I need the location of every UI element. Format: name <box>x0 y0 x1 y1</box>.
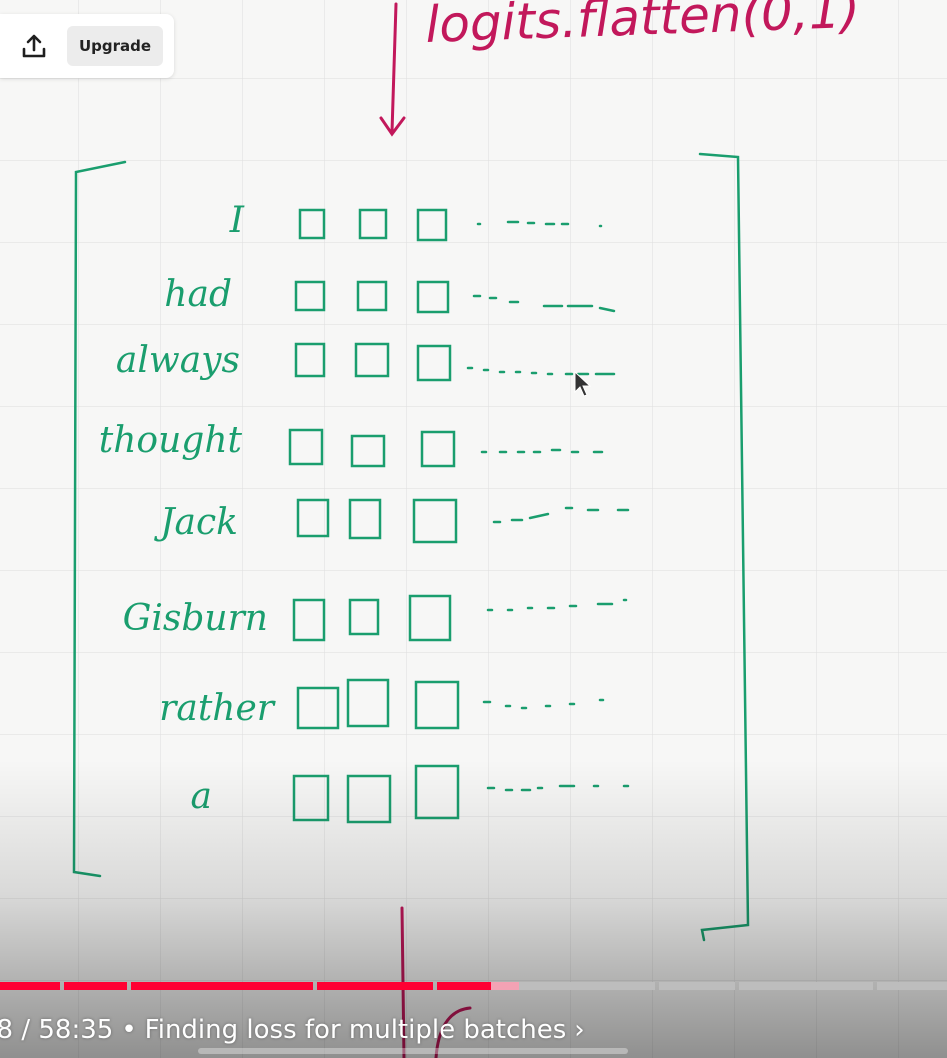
ellipsis-dashes <box>492 506 630 524</box>
time-display: 48 / 58:35 <box>0 1015 114 1045</box>
logit-cell <box>348 598 380 636</box>
logit-row-1 <box>298 208 603 242</box>
chevron-right-icon[interactable]: › <box>574 1015 585 1045</box>
progress-chapter-6[interactable] <box>659 982 735 990</box>
chapter-separator: • <box>121 1015 137 1045</box>
logit-cell <box>408 594 452 642</box>
right-bracket <box>698 152 750 942</box>
left-bracket <box>72 160 127 878</box>
logit-cell <box>358 208 388 240</box>
progress-chapter-5-rest[interactable] <box>519 982 655 990</box>
chapter-title-button[interactable]: Finding loss for multiple batches <box>144 1015 567 1045</box>
logit-cell <box>420 430 456 468</box>
share-button[interactable] <box>14 28 54 64</box>
logit-cell <box>296 498 330 538</box>
logit-row-4 <box>288 428 604 468</box>
logit-row-2 <box>294 280 616 314</box>
ellipsis-dashes <box>466 366 616 376</box>
ellipsis-dashes <box>486 784 630 792</box>
token-label-6: Gisburn <box>123 598 268 639</box>
token-label-5: Jack <box>153 502 238 543</box>
progress-chapter-2[interactable] <box>64 982 127 990</box>
progress-chapter-7[interactable] <box>739 982 873 990</box>
token-label-7: rather <box>159 688 276 729</box>
logit-cell <box>346 678 390 728</box>
logit-row-7 <box>296 678 605 730</box>
logit-cell <box>412 498 458 544</box>
token-label-4: thought <box>99 420 243 461</box>
progress-chapter-3[interactable] <box>131 982 313 990</box>
ellipsis-dashes <box>480 448 604 454</box>
player-info-row: 48 / 58:35 • Finding loss for multiple b… <box>0 1010 585 1050</box>
logit-cell <box>416 208 448 242</box>
heading-arrow <box>379 2 406 137</box>
logit-cell <box>350 434 386 468</box>
logit-cell <box>416 344 452 382</box>
logit-cell <box>294 280 326 312</box>
logit-cell <box>296 686 340 730</box>
progress-chapter-5-buffered[interactable] <box>491 982 519 990</box>
logit-row-8 <box>292 764 630 824</box>
logit-cell <box>346 774 392 824</box>
logit-cell <box>356 280 388 312</box>
scrub-preview-bar[interactable] <box>198 1048 628 1054</box>
ellipsis-dashes <box>482 698 605 710</box>
logit-cell <box>298 208 326 240</box>
logit-row-6 <box>292 594 628 642</box>
whiteboard-toolbar: Upgrade <box>0 14 174 78</box>
logit-cell <box>414 680 460 730</box>
ellipsis-dashes <box>476 220 603 228</box>
token-label-3: always <box>116 340 240 381</box>
logit-cell <box>416 280 450 314</box>
ellipsis-dashes <box>486 598 628 612</box>
logit-cell <box>292 598 326 642</box>
progress-chapter-4[interactable] <box>317 982 433 990</box>
logit-cell <box>288 428 324 466</box>
logit-row-3 <box>294 342 616 382</box>
logit-cell <box>294 342 326 378</box>
logit-cell <box>348 498 382 540</box>
logit-cell <box>354 342 390 378</box>
progress-chapter-8[interactable] <box>877 982 947 990</box>
ellipsis-dashes <box>472 294 616 313</box>
share-upload-icon <box>22 34 46 58</box>
mouse-cursor-icon <box>574 370 592 397</box>
progress-chapter-5-played[interactable] <box>437 982 491 990</box>
video-progress-bar[interactable] <box>0 982 947 990</box>
progress-chapter-1[interactable] <box>0 982 60 990</box>
logit-cell <box>292 774 330 822</box>
logit-row-5 <box>296 498 630 544</box>
token-label-8: a <box>191 776 212 817</box>
token-label-1: I <box>229 200 245 241</box>
logit-cell <box>414 764 460 820</box>
token-label-2: had <box>164 274 232 315</box>
upgrade-button[interactable]: Upgrade <box>67 26 163 66</box>
